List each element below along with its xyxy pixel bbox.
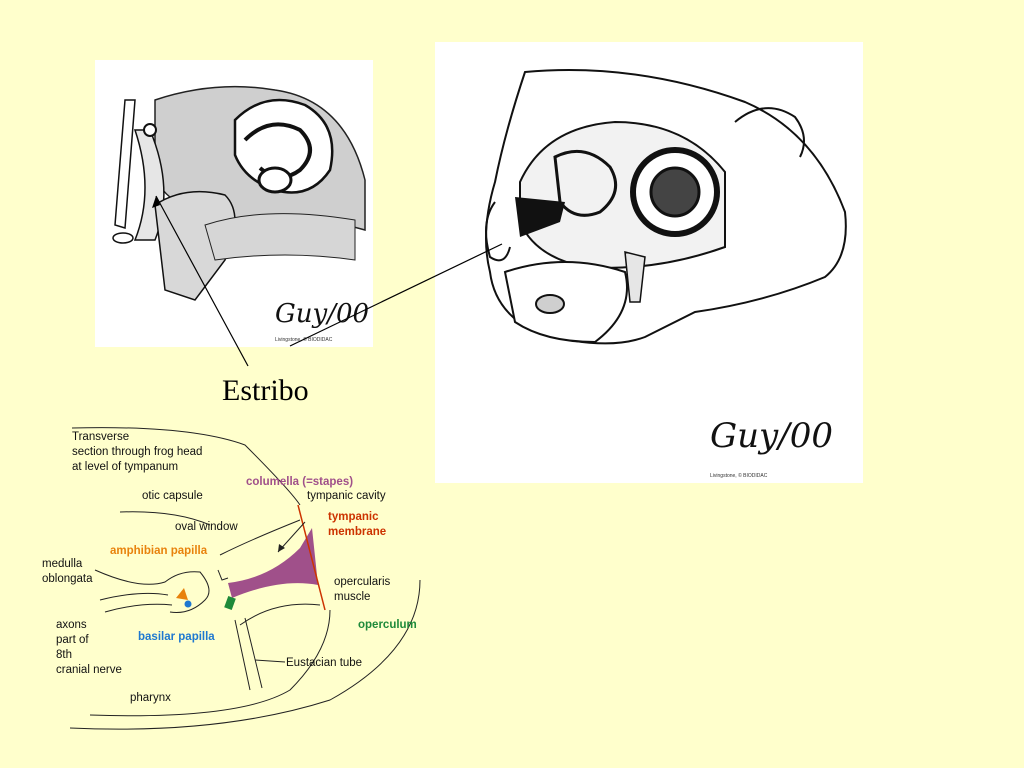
label-axons-3: 8th — [56, 649, 72, 661]
label-medulla-2: oblongata — [42, 573, 93, 585]
stapes-black — [515, 197, 565, 237]
saccule — [257, 166, 293, 194]
caption-estribo: Estribo — [222, 374, 309, 407]
jaw — [503, 261, 628, 344]
lower-contour — [69, 579, 421, 730]
frog-head-drawing: Guy/00 Livingstone, © BIODIDAC — [435, 42, 863, 483]
neck-segment — [624, 251, 646, 303]
label-otic-capsule: otic capsule — [142, 490, 203, 502]
label-tympanic-membrane-1: tympanic — [328, 511, 379, 523]
credit: Livingstone, © BIODIDAC — [710, 472, 768, 479]
frog-head-illustration: Guy/00 Livingstone, © BIODIDAC — [485, 69, 847, 479]
tympanic-cavity-line — [219, 519, 301, 556]
label-medulla-1: medulla — [42, 558, 83, 570]
label-pharynx: pharynx — [130, 692, 171, 704]
label-eustachian-tube: Eustacian tube — [286, 657, 362, 669]
label-opercularis-2: muscle — [334, 591, 370, 603]
axon-line-2 — [104, 603, 173, 613]
eye-lens — [649, 166, 701, 218]
inner-ear-illustration: Guy/00 Livingstone, © BIODIDAC — [112, 85, 369, 343]
label-axons-4: cranial nerve — [56, 664, 122, 676]
label-axons-2: part of — [56, 634, 89, 646]
axon-line-1 — [99, 592, 169, 601]
leader-eustachian — [254, 659, 286, 663]
label-tympanic-membrane-2: membrane — [328, 526, 386, 538]
inner-ear-drawing: Guy/00 Livingstone, © BIODIDAC — [95, 60, 373, 347]
pharynx-contour — [89, 609, 331, 717]
label-amphibian-papilla: amphibian papilla — [110, 545, 208, 557]
inner-ear-labyrinth — [553, 149, 618, 217]
eye-bulge — [734, 107, 805, 158]
label-oval-window: oval window — [175, 521, 238, 533]
leader-tympanic-cavity — [277, 521, 306, 553]
tympanic-ring — [114, 99, 136, 229]
label-basilar-papilla: basilar papilla — [138, 631, 215, 643]
eustachian-tube-walls — [234, 617, 263, 691]
signature: Guy/00 — [710, 416, 833, 456]
oval-window-mark — [217, 569, 229, 581]
label-axons-1: axons — [56, 619, 87, 631]
opercularis-line — [239, 603, 321, 626]
credit: Livingstone, © BIODIDAC — [275, 336, 333, 343]
label-columella: columella (=stapes) — [246, 476, 353, 488]
jaw-detail — [535, 294, 565, 314]
columella-shape — [228, 528, 318, 598]
operculum-shape — [224, 595, 236, 611]
label-tympanic-cavity: tympanic cavity — [307, 490, 386, 502]
amphibian-papilla-shape — [176, 588, 188, 600]
label-operculum: operculum — [358, 619, 417, 631]
otic-capsule-line — [119, 511, 211, 526]
head-contour — [71, 427, 301, 506]
arrowhead-tympanic-cavity — [278, 544, 285, 552]
basilar-papilla-shape — [184, 600, 192, 608]
tympanic-membrane-line — [297, 504, 326, 611]
ossicle-head — [143, 123, 157, 137]
medulla-outline — [94, 569, 210, 613]
diagram-title-line-3: at level of tympanum — [72, 461, 178, 473]
signature: Guy/00 — [275, 299, 369, 329]
diagram-title-line-1: Transverse — [72, 431, 129, 443]
lower-tissue — [204, 213, 356, 261]
tympanum-foot — [112, 232, 134, 244]
label-opercularis-1: opercularis — [334, 576, 390, 588]
diagram-title-line-2: section through frog head — [72, 446, 202, 458]
